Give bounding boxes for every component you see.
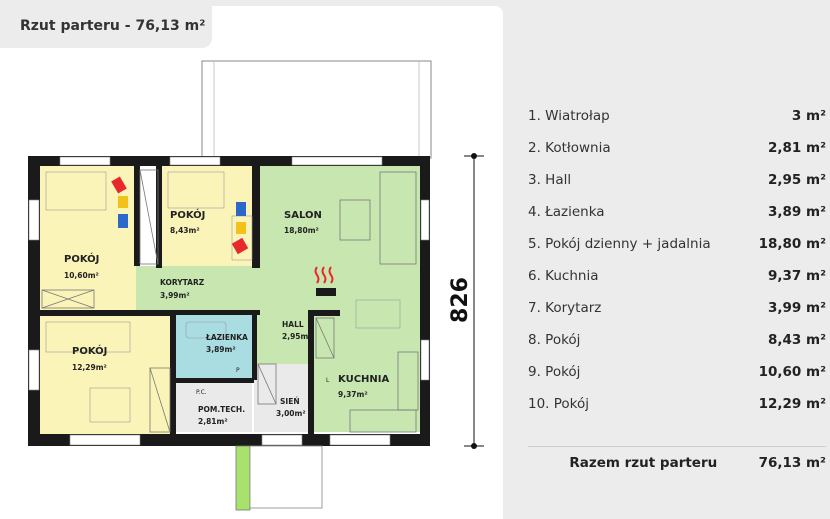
fireplace-icon bbox=[314, 266, 334, 284]
room-fill-pom-tech bbox=[176, 382, 252, 432]
terrace bbox=[201, 60, 432, 159]
floor-plan: 826 POKÓJ 10,60m² POKÓJ 8,43m² SALON 18,… bbox=[28, 60, 484, 511]
room-label-pom-tech: POM.TECH. bbox=[198, 405, 245, 414]
room-fill-lazienka bbox=[176, 314, 256, 380]
room-fill-korytarz bbox=[136, 266, 310, 314]
total-value: 76,13 m² bbox=[758, 455, 826, 471]
table-row: 4. Łazienka 3,89 m² bbox=[528, 196, 826, 228]
room-area: 8,43 m² bbox=[768, 332, 826, 348]
room-label-hall: HALL bbox=[282, 320, 304, 329]
table-row: 6. Kuchnia 9,37 m² bbox=[528, 260, 826, 292]
room-area: 9,37 m² bbox=[768, 268, 826, 284]
room-area-lazienka: 3,89m² bbox=[206, 345, 236, 354]
table-row: 5. Pokój dzienny + jadalnia 18,80 m² bbox=[528, 228, 826, 260]
room-area-pom-tech: 2,81m² bbox=[198, 417, 228, 426]
room-fill-kuchnia bbox=[312, 312, 425, 432]
room-label-pokoj-2: POKÓJ bbox=[170, 208, 205, 221]
room-label-lazienka: ŁAZIENKA bbox=[205, 333, 248, 342]
table-row: 8. Pokój 8,43 m² bbox=[528, 324, 826, 356]
room-area: 3 m² bbox=[791, 108, 826, 124]
total-row: Razem rzut parteru 76,13 m² bbox=[528, 446, 826, 479]
room-name: 3. Hall bbox=[528, 172, 572, 188]
room-area-hall: 2,95m² bbox=[282, 332, 312, 341]
radiator-icon bbox=[111, 176, 249, 255]
room-name: 4. Łazienka bbox=[528, 204, 605, 220]
room-area-kuchnia: 9,37m² bbox=[338, 390, 368, 399]
room-area: 3,99 m² bbox=[768, 300, 826, 316]
total-label: Razem rzut parteru bbox=[569, 455, 718, 471]
room-area-sien: 3,00m² bbox=[276, 409, 306, 418]
room-label-pokoj-3: POKÓJ bbox=[72, 344, 107, 357]
room-label-salon: SALON bbox=[284, 210, 322, 221]
room-area: 3,89 m² bbox=[768, 204, 826, 220]
room-area: 10,60 m² bbox=[758, 364, 826, 380]
room-label-sien: SIEŃ bbox=[280, 397, 300, 406]
fixture-pc: P.C. bbox=[196, 389, 207, 396]
room-name: 6. Kuchnia bbox=[528, 268, 599, 284]
room-fill-pokoj-3 bbox=[40, 316, 174, 434]
room-area-salon: 18,80m² bbox=[284, 226, 319, 235]
room-fill-hall bbox=[256, 312, 312, 364]
room-area: 2,95 m² bbox=[768, 172, 826, 188]
table-row: 3. Hall 2,95 m² bbox=[528, 164, 826, 196]
room-area: 2,81 m² bbox=[768, 140, 826, 156]
room-name: 5. Pokój dzienny + jadalnia bbox=[528, 236, 711, 252]
room-fill-sien bbox=[254, 364, 312, 432]
room-area: 12,29 m² bbox=[758, 396, 826, 412]
table-row: 2. Kotłownia 2,81 m² bbox=[528, 132, 826, 164]
room-name: 8. Pokój bbox=[528, 332, 581, 348]
room-label-korytarz: KORYTARZ bbox=[160, 278, 205, 287]
room-area-korytarz: 3,99m² bbox=[160, 291, 190, 300]
room-name: 1. Wiatrołap bbox=[528, 108, 610, 124]
room-area-pokoj-3: 12,29m² bbox=[72, 363, 107, 372]
room-name: 10. Pokój bbox=[528, 396, 590, 412]
entrance-ramp bbox=[235, 445, 251, 511]
room-label-pokoj-1: POKÓJ bbox=[64, 252, 99, 265]
room-name: 9. Pokój bbox=[528, 364, 581, 380]
table-row: 10. Pokój 12,29 m² bbox=[528, 388, 826, 420]
table-row: 7. Korytarz 3,99 m² bbox=[528, 292, 826, 324]
fixture-l: L bbox=[326, 377, 330, 384]
room-name: 2. Kotłownia bbox=[528, 140, 611, 156]
fixture-p: P bbox=[236, 367, 240, 374]
room-label-kuchnia: KUCHNIA bbox=[338, 374, 389, 385]
room-area-pokoj-2: 8,43m² bbox=[170, 226, 200, 235]
room-area: 18,80 m² bbox=[758, 236, 826, 252]
floor-plan-title: Rzut parteru - 76,13 m² bbox=[0, 6, 212, 48]
table-row: 9. Pokój 10,60 m² bbox=[528, 356, 826, 388]
plan-dimension: 826 bbox=[448, 277, 473, 323]
room-area-pokoj-1: 10,60m² bbox=[64, 271, 99, 280]
room-name: 7. Korytarz bbox=[528, 300, 602, 316]
rooms-table: 1. Wiatrołap 3 m² 2. Kotłownia 2,81 m² 3. … bbox=[528, 100, 826, 420]
table-row: 1. Wiatrołap 3 m² bbox=[528, 100, 826, 132]
